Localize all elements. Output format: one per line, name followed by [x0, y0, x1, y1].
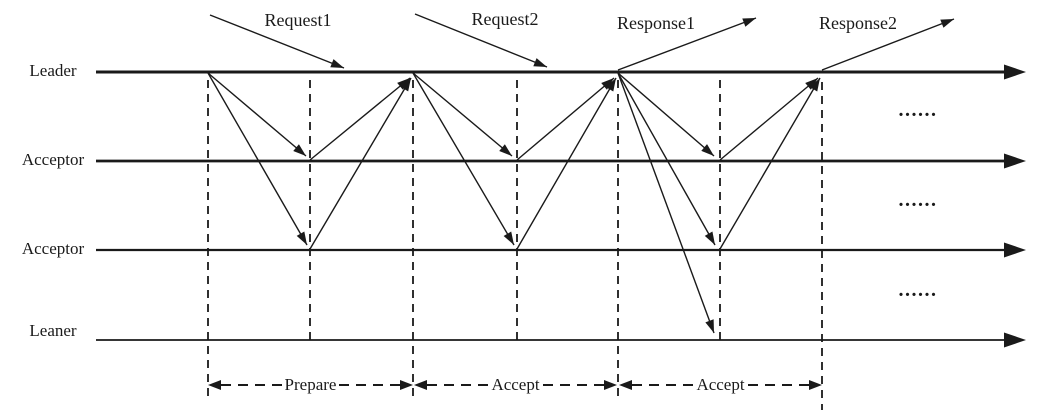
dashed-line — [339, 383, 401, 386]
external-arrow-response2 — [821, 18, 955, 71]
external-arrow-request2-arrowhead-icon — [533, 58, 547, 67]
message-arrow-accept2-to-acceptor2-arrowhead-icon — [704, 231, 715, 245]
message-arrow-prepare-to-acceptor2-arrowhead-icon — [296, 231, 307, 245]
message-arrow-promise-from-acceptor1 — [309, 77, 411, 161]
timeline-arrowhead-icon — [1004, 332, 1026, 348]
message-arrow-prepare-to-acceptor1 — [207, 72, 307, 157]
message-arrow-promise-from-acceptor1-arrowhead-icon — [397, 78, 410, 90]
arrowhead-left-icon — [619, 379, 632, 390]
message-arrow-accepted2-acceptor2-arrowhead-icon — [809, 78, 820, 92]
dashed-line — [632, 383, 694, 386]
message-arrow-accepted1-acceptor1 — [516, 77, 615, 161]
timeline-arrowhead-icon — [1004, 64, 1026, 80]
message-label-response2: Response2 — [819, 13, 897, 33]
lane-label-acceptor-2: Acceptor — [21, 239, 85, 258]
phase-span-accept-2: Accept — [619, 374, 823, 395]
phase-span-prepare: Prepare — [208, 374, 414, 395]
message-arrow-accepted2-acceptor2 — [719, 77, 821, 250]
message-arrow-accepted2-acceptor1 — [719, 77, 819, 161]
dashed-line — [747, 383, 810, 386]
dashed-line — [221, 383, 282, 386]
lane-label-acceptor-1: Acceptor — [21, 150, 85, 169]
phase-label-prepare: Prepare — [284, 375, 337, 394]
message-arrow-accept1-to-acceptor1 — [412, 72, 513, 157]
message-arrow-accept1-to-acceptor2 — [412, 72, 515, 246]
message-arrow-accept1-to-acceptor1-arrowhead-icon — [499, 144, 512, 156]
external-arrow-request1-arrowhead-icon — [330, 59, 344, 68]
message-arrow-accept2-to-leaner — [617, 72, 715, 334]
message-arrow-promise-from-acceptor2 — [309, 77, 412, 250]
external-arrow-response2-arrowhead-icon — [940, 19, 954, 28]
message-arrow-promise-from-acceptor2-arrowhead-icon — [400, 78, 411, 92]
message-label-request2: Request2 — [471, 9, 539, 29]
message-arrow-accepted1-acceptor2 — [516, 77, 617, 250]
message-arrow-accept2-to-acceptor1-arrowhead-icon — [701, 144, 714, 156]
arrowhead-right-icon — [604, 379, 618, 390]
lane-label-leader: Leader — [29, 61, 77, 80]
message-arrow-accept2-to-leaner-arrowhead-icon — [705, 319, 714, 333]
message-label-request1: Request1 — [264, 10, 332, 30]
message-arrow-accepted1-acceptor2-arrowhead-icon — [605, 78, 616, 92]
lane-label-leaner: Leaner — [29, 321, 77, 340]
message-arrow-accept1-to-acceptor2-arrowhead-icon — [503, 231, 514, 245]
phase-span-accept-1: Accept — [414, 374, 618, 395]
ellipsis-dots-2: ...... — [898, 189, 938, 211]
message-arrow-accept2-to-acceptor1 — [617, 72, 715, 157]
external-arrow-response1 — [617, 17, 757, 71]
ellipsis-dots-1: ...... — [898, 99, 938, 121]
phase-label-accept-1: Accept — [491, 375, 540, 394]
external-arrow-request1 — [209, 14, 345, 69]
message-label-response1: Response1 — [617, 13, 695, 33]
message-arrow-accept2-to-acceptor2 — [617, 72, 716, 246]
message-arrow-accepted2-acceptor1-arrowhead-icon — [805, 78, 818, 90]
message-arrow-prepare-to-acceptor2 — [207, 72, 308, 246]
arrowhead-left-icon — [208, 379, 221, 390]
phase-label-accept-2: Accept — [696, 375, 745, 394]
message-arrow-prepare-to-acceptor1-arrowhead-icon — [293, 144, 306, 156]
arrowhead-right-icon — [809, 379, 823, 390]
dashed-line — [542, 383, 605, 386]
dashed-line — [427, 383, 489, 386]
timeline-arrowhead-icon — [1004, 153, 1026, 169]
ellipsis-dots-3: ...... — [898, 279, 938, 301]
external-arrow-request2 — [414, 13, 548, 68]
arrowhead-right-icon — [400, 379, 414, 390]
arrowhead-left-icon — [414, 379, 427, 390]
timeline-arrowhead-icon — [1004, 242, 1026, 258]
external-arrow-response1-arrowhead-icon — [742, 18, 756, 27]
message-arrow-accepted1-acceptor1-arrowhead-icon — [601, 78, 614, 90]
